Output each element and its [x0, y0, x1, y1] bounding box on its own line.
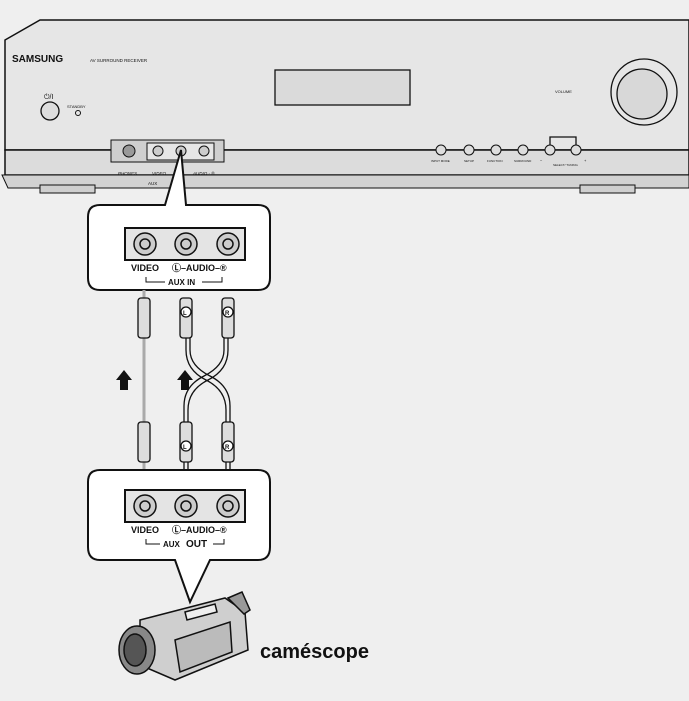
audio-r-plug-top	[221, 297, 235, 339]
brand-logo: SAMSUNG	[12, 54, 63, 65]
plus-label: +	[584, 158, 587, 163]
phones-label: PHONES	[118, 171, 137, 176]
aux-in-audio-label: Ⓛ–AUDIO–®	[172, 262, 227, 273]
power-label: ⏻/I	[44, 93, 53, 101]
plug-l-label-top: L	[183, 311, 187, 317]
front-audio-r-jack[interactable]	[198, 145, 210, 157]
aux-out-prefix: AUX	[163, 540, 181, 549]
aux-out-label: OUT	[186, 539, 207, 550]
front-video-jack[interactable]	[152, 145, 164, 157]
front-audio-label: AUDIO - ®	[192, 170, 215, 176]
display-window	[274, 69, 411, 106]
tuning-plus-button[interactable]	[570, 144, 582, 156]
function-label: FUNCTION	[487, 159, 503, 163]
plugs	[137, 297, 235, 463]
tuning-minus-button[interactable]	[544, 144, 556, 156]
plug-r-label-bottom: R	[225, 445, 230, 451]
camcorder-label: caméscope	[260, 641, 369, 663]
aux-in-callout: VIDEO Ⓛ–AUDIO–® AUX IN	[87, 149, 271, 291]
input-mode-button[interactable]	[435, 144, 447, 156]
select-tuning-label: SELECT/ TUNING	[553, 163, 578, 167]
power-button[interactable]	[40, 101, 60, 121]
aux-out-callout: VIDEO Ⓛ–AUDIO–® AUX OUT	[87, 469, 271, 605]
standby-label: STANDBY	[67, 104, 86, 109]
volume-knob[interactable]	[616, 68, 668, 120]
surround-label: SURROUND	[514, 159, 532, 163]
front-video-label: VIDEO	[152, 171, 167, 176]
camcorder	[118, 591, 251, 681]
av-receiver: SAMSUNG AV SURROUND RECEIVER ⏻/I STANDBY…	[1, 19, 689, 194]
surround-button[interactable]	[517, 144, 529, 156]
audio-l-plug-top	[179, 297, 193, 339]
video-plug-bottom	[137, 421, 151, 463]
volume-label: VOLUME	[555, 89, 572, 94]
minus-label: −	[540, 158, 543, 163]
input-mode-label: INPUT MODE	[431, 159, 450, 163]
aux-out-audio-label: Ⓛ–AUDIO–®	[172, 524, 227, 535]
model-label: AV SURROUND RECEIVER	[90, 58, 148, 63]
aux-in-label: AUX IN	[168, 278, 195, 287]
function-button[interactable]	[490, 144, 502, 156]
arrow-up-icon	[116, 370, 132, 390]
setup-label: SETUP	[464, 159, 474, 163]
video-plug-top	[137, 297, 151, 339]
plug-r-label-top: R	[225, 311, 230, 317]
standby-led	[75, 110, 81, 116]
aux-out-video-label: VIDEO	[131, 525, 159, 535]
setup-button[interactable]	[463, 144, 475, 156]
front-aux-label: AUX	[148, 181, 157, 186]
plug-l-label-bottom: L	[183, 445, 187, 451]
control-buttons: INPUT MODE SETUP FUNCTION SURROUND SELEC…	[431, 136, 587, 167]
aux-in-video-label: VIDEO	[131, 263, 159, 273]
arrow-up-icon	[177, 370, 193, 390]
phones-jack[interactable]	[122, 144, 136, 158]
